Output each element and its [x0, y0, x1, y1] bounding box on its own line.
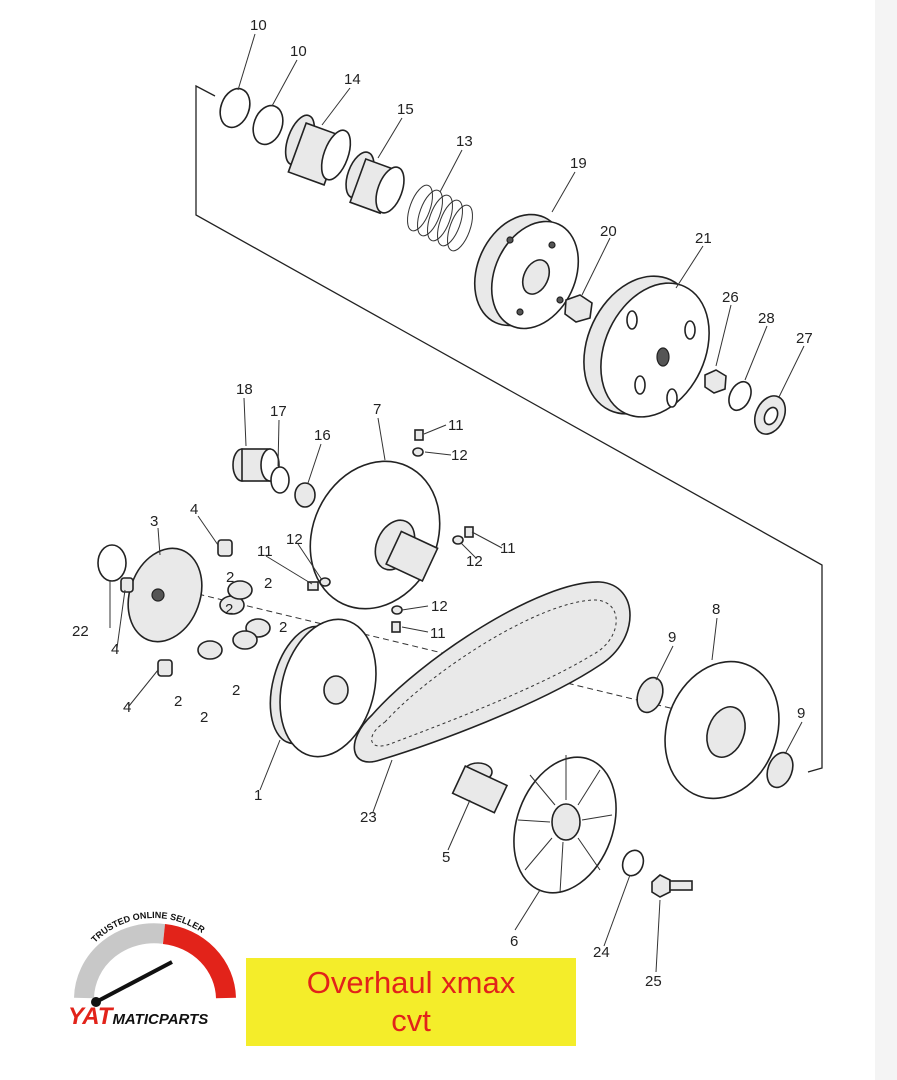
callout-label: 10	[290, 43, 307, 60]
callout-label: 2	[226, 569, 234, 586]
callout-label: 10	[250, 17, 267, 34]
bolt-25	[651, 874, 693, 898]
nut-26	[704, 369, 727, 394]
secondary-sheave-group	[232, 429, 474, 633]
slider-4a	[217, 539, 233, 557]
nut-20	[564, 294, 593, 323]
callout-label: 9	[797, 705, 805, 722]
callout-label: 2	[200, 709, 208, 726]
callout-label: 26	[722, 289, 739, 306]
callout-label: 12	[451, 447, 468, 464]
primary-sheave-1	[269, 618, 377, 758]
caption-line-2: cvt	[391, 1003, 431, 1038]
circlip-10a	[219, 87, 251, 129]
variator-group	[97, 539, 377, 758]
circlip-17	[270, 466, 290, 494]
callout-label: 24	[593, 944, 610, 961]
callout-label: 11	[448, 417, 464, 434]
callout-label: 2	[174, 693, 182, 710]
cam-plate-3	[127, 547, 203, 643]
callout-label: 12	[466, 553, 483, 570]
cooling-fan-6	[513, 755, 617, 894]
logo-brand-prefix: YAT	[68, 1003, 113, 1030]
callout-label: 2	[225, 601, 233, 618]
callout-label: 20	[600, 223, 617, 240]
callout-label: 14	[344, 71, 361, 88]
callout-label: 23	[360, 809, 377, 826]
callout-label: 4	[111, 641, 119, 658]
assembly-frame	[139, 84, 823, 773]
callout-label: 7	[373, 401, 381, 418]
speedometer-icon: TRUSTED ONLINE SELLER	[74, 910, 236, 1007]
spring-13	[407, 184, 473, 252]
callout-label: 8	[712, 601, 720, 618]
callout-label: 3	[150, 513, 158, 530]
callout-label: 25	[645, 973, 662, 990]
slider-4c	[157, 659, 173, 677]
sliding-sheave-7	[309, 460, 441, 610]
callout-label: 28	[758, 310, 775, 327]
seal-16	[294, 482, 316, 508]
callout-label: 9	[668, 629, 676, 646]
fan-group	[451, 755, 693, 898]
callout-label: 27	[796, 330, 813, 347]
washer-24	[621, 849, 645, 877]
caption-line-1: Overhaul xmax	[306, 965, 516, 1000]
right-edge-strip	[875, 0, 897, 1080]
callout-label: 11	[430, 625, 446, 642]
callout-label: 18	[236, 381, 253, 398]
rollers-2	[197, 580, 271, 660]
collar-9a	[636, 676, 664, 714]
collar-9b	[766, 751, 794, 789]
callout-label: 4	[123, 699, 131, 716]
callout-label: 16	[314, 427, 331, 444]
callout-label: 11	[257, 543, 273, 560]
collar-5	[451, 762, 509, 814]
washer-28	[728, 380, 752, 412]
fixed-sheave-group	[636, 660, 794, 800]
callout-label: 2	[264, 575, 272, 592]
needle-bearing-18	[232, 448, 280, 482]
callout-label: 11	[500, 540, 516, 557]
callout-label: 15	[397, 101, 414, 118]
callout-label: 22	[72, 623, 89, 640]
caption-box: Overhaul xmax cvt	[246, 958, 576, 1046]
v-belt-23	[353, 581, 631, 763]
bearing-27	[753, 395, 787, 435]
callout-label: 5	[442, 849, 450, 866]
sleeve-14	[284, 114, 352, 186]
callout-label: 1	[254, 787, 262, 804]
callout-label: 12	[431, 598, 448, 615]
callout-label: 6	[510, 933, 518, 950]
bearing-15	[345, 151, 405, 215]
part-callouts: 10 10 14 15 13 19 20 21 26 28 27 18 17 1…	[72, 17, 813, 990]
callout-label: 13	[456, 133, 473, 150]
clutch-carrier-19	[473, 213, 580, 330]
slider-4b	[120, 577, 134, 593]
leader-lines	[109, 33, 805, 973]
callout-label: 2	[279, 619, 287, 636]
pins-11-12	[307, 429, 474, 633]
fixed-sheave-8	[664, 660, 780, 800]
callout-label: 2	[232, 682, 240, 699]
callout-label: 17	[270, 403, 287, 420]
clutch-group	[219, 87, 787, 435]
callout-label: 4	[190, 501, 198, 518]
callout-label: 19	[570, 155, 587, 172]
logo-wordmark: YATMATICPARTS	[68, 1003, 208, 1031]
circlip-10b	[252, 104, 284, 146]
clutch-housing-21	[583, 275, 710, 418]
washer-22	[97, 544, 127, 582]
seller-logo: TRUSTED ONLINE SELLER YATMATICPARTS	[56, 898, 246, 1038]
logo-brand-suffix: MATICPARTS	[112, 1011, 209, 1028]
callout-label: 12	[286, 531, 303, 548]
callout-label: 21	[695, 230, 712, 247]
